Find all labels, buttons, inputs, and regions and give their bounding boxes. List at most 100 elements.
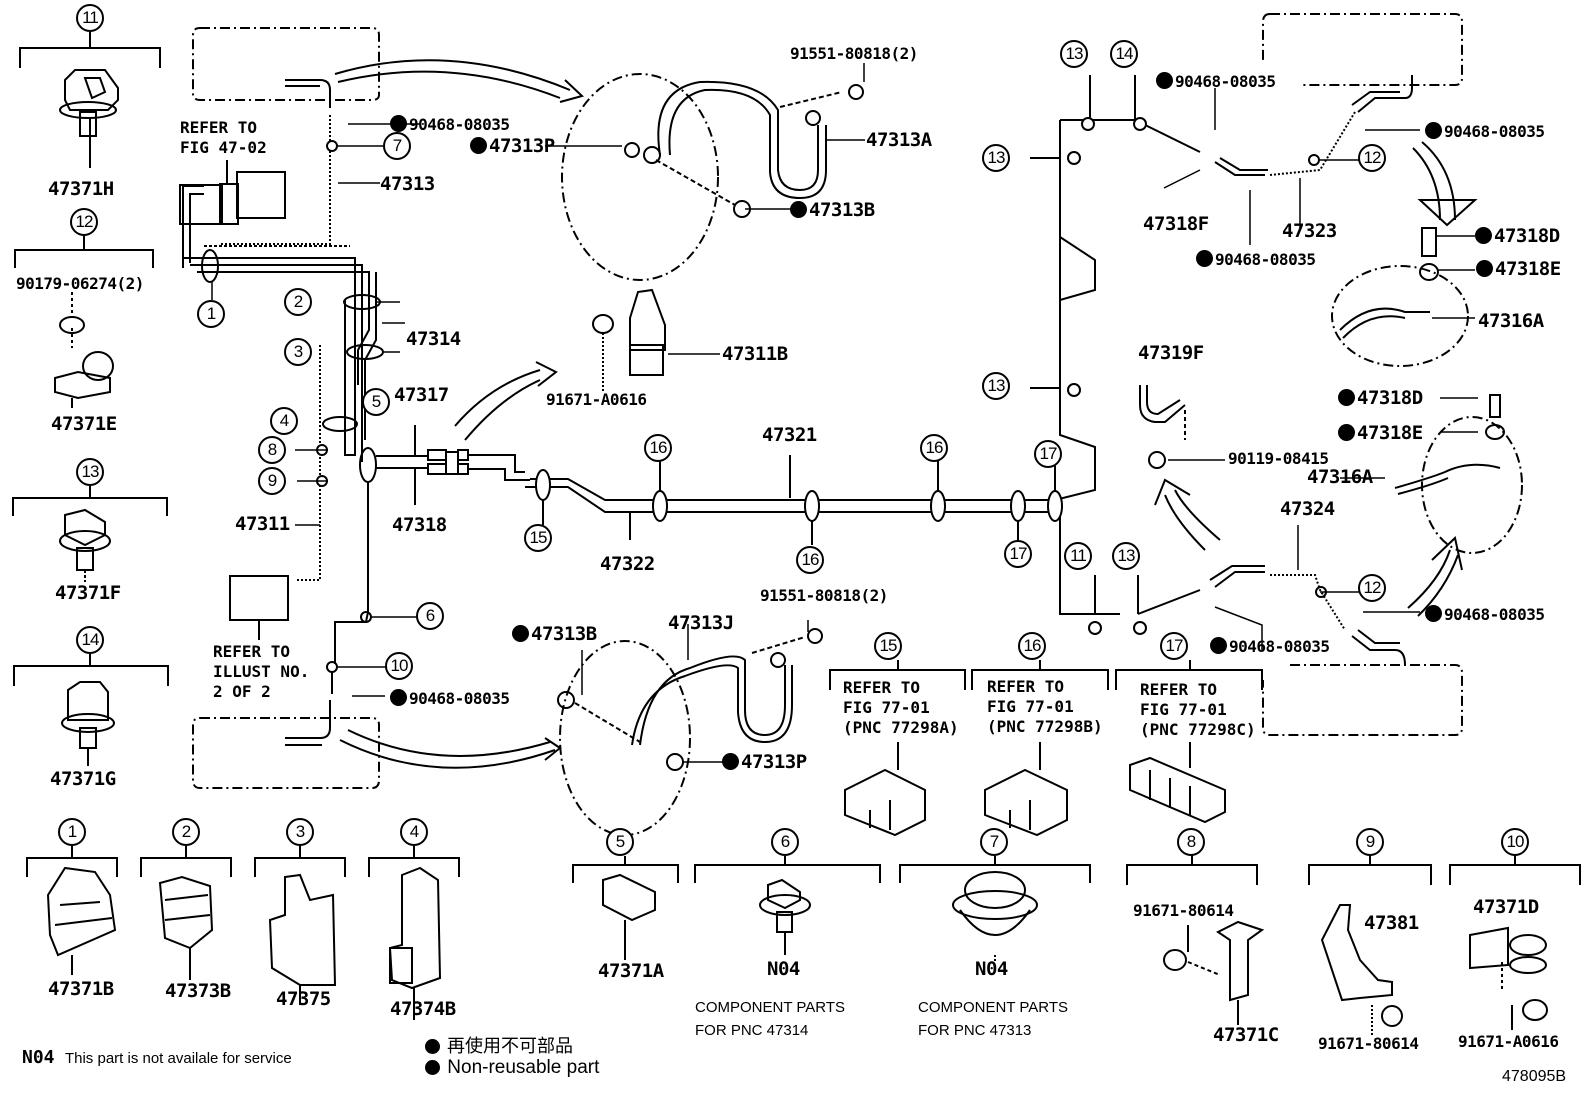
part-47313b-bot[interactable]: 47313B <box>512 625 597 644</box>
part-47313j[interactable]: 47313J <box>668 612 734 634</box>
non-reusable-dot-icon <box>1338 424 1355 441</box>
part-90468-08035-bl[interactable]: 90468-08035 <box>390 689 510 707</box>
bracket-16 <box>971 660 1109 770</box>
callout-16-main-c: 16 <box>920 434 948 462</box>
line-47311-lower <box>331 482 369 694</box>
part-90468-08035-br2[interactable]: 90468-08035 <box>1210 637 1330 655</box>
part-47316a-bot[interactable]: 47316A <box>1307 466 1373 488</box>
note-component-47314: COMPONENT PARTS FOR PNC 47314 <box>695 999 846 1039</box>
bracket-2 <box>140 846 232 980</box>
part-91671-a0616-10[interactable]: 91671-A0616 <box>1458 1032 1559 1051</box>
part-47371g[interactable]: 47371G <box>50 768 116 790</box>
part-91671-80614-9[interactable]: 91671-80614 <box>1318 1034 1419 1053</box>
part-47371a[interactable]: 47371A <box>598 960 664 982</box>
part-47371f[interactable]: 47371F <box>55 582 121 604</box>
callout-15-main: 15 <box>524 524 552 552</box>
note-component-47313: COMPONENT PARTS FOR PNC 47313 <box>918 999 1069 1039</box>
part-47371c[interactable]: 47371C <box>1213 1024 1279 1046</box>
part-91551-80818-top[interactable]: 91551-80818(2) <box>790 44 918 63</box>
callout-5-main: 5 <box>362 388 390 416</box>
refer-box-2of2 <box>229 575 289 621</box>
part-90179-06274[interactable]: 90179-06274(2) <box>16 274 144 293</box>
callout-4: 4 <box>400 818 428 846</box>
part-47313[interactable]: 47313 <box>380 173 435 195</box>
hose-47318f <box>1214 157 1268 176</box>
right-line-routing <box>1030 75 1201 615</box>
leader-lines <box>211 63 1478 763</box>
part-47313p-top[interactable]: 47313P <box>470 137 555 156</box>
junction-points-right <box>1067 117 1327 635</box>
part-47314[interactable]: 47314 <box>406 328 461 350</box>
part-47318d-bot[interactable]: 47318D <box>1338 389 1423 408</box>
legend-japanese: 再使用不可部品 <box>425 1032 573 1058</box>
part-47373b[interactable]: 47373B <box>165 980 231 1002</box>
bracket-8 <box>1126 853 1265 1025</box>
part-47311[interactable]: 47311 <box>235 513 290 535</box>
part-47318e-bot[interactable]: 47318E <box>1338 424 1423 443</box>
part-47381[interactable]: 47381 <box>1364 912 1419 934</box>
part-47324[interactable]: 47324 <box>1280 498 1335 520</box>
part-47322[interactable]: 47322 <box>600 553 655 575</box>
bracket-3 <box>254 846 346 1005</box>
part-47318e-top[interactable]: 47318E <box>1476 260 1561 279</box>
part-47313b-top[interactable]: 47313B <box>790 201 875 220</box>
n04-text: This part is not availale for service <box>64 1050 292 1067</box>
bracket-9 <box>1308 853 1432 1035</box>
part-91671-80614-8[interactable]: 91671-80614 <box>1133 901 1234 920</box>
non-reusable-dot-icon <box>1425 122 1442 139</box>
hose-47316a-bottom-icon <box>1394 394 1523 554</box>
part-47313p-bot[interactable]: 47313P <box>722 753 807 772</box>
refer-fig-47-02[interactable]: REFER TO FIG 47-02 <box>180 118 267 157</box>
clip-77298c-icon <box>1129 756 1226 824</box>
part-90468-08035-br1[interactable]: 90468-08035 <box>1425 605 1545 623</box>
refer-pnc-77298a[interactable]: REFER TO FIG 77-01 (PNC 77298A) <box>843 678 959 737</box>
part-47323[interactable]: 47323 <box>1282 220 1337 242</box>
callout-13: 13 <box>76 458 104 486</box>
part-47374b[interactable]: 47374B <box>390 998 456 1020</box>
refer-illust-2of2[interactable]: REFER TO ILLUST NO. 2 OF 2 <box>213 642 310 701</box>
part-47321[interactable]: 47321 <box>762 424 817 446</box>
grommet-47371e-icon <box>54 316 114 408</box>
part-47371d[interactable]: 47371D <box>1473 896 1539 918</box>
part-n04-7[interactable]: N04 <box>975 958 1008 980</box>
part-47371b[interactable]: 47371B <box>48 978 114 1000</box>
part-47316a-top[interactable]: 47316A <box>1478 310 1544 332</box>
clip-47371h-icon <box>59 69 119 137</box>
callout-12: 12 <box>70 208 98 236</box>
part-90468-08035-tl[interactable]: 90468-08035 <box>390 115 510 133</box>
part-47311b[interactable]: 47311B <box>722 343 788 365</box>
part-47319f[interactable]: 47319F <box>1138 342 1204 364</box>
bracket-17 <box>1115 660 1263 768</box>
callout-17-main-b: 17 <box>1034 440 1062 468</box>
part-n04-6[interactable]: N04 <box>767 958 800 980</box>
dashed-link-right-lower <box>1270 574 1346 631</box>
part-47313a[interactable]: 47313A <box>866 129 932 151</box>
dashed-link-right <box>1269 111 1356 176</box>
part-47371h[interactable]: 47371H <box>48 178 114 200</box>
part-47375[interactable]: 47375 <box>276 988 331 1010</box>
part-47318[interactable]: 47318 <box>392 514 447 536</box>
part-90119-08415[interactable]: 90119-08415 <box>1228 449 1329 468</box>
part-91551-80818-bot[interactable]: 91551-80818(2) <box>760 586 888 605</box>
part-91671-a0616-main[interactable]: 91671-A0616 <box>546 390 647 409</box>
callout-1: 1 <box>58 818 86 846</box>
part-47318f[interactable]: 47318F <box>1143 213 1209 235</box>
tube-fittings-center <box>376 425 530 505</box>
callout-5: 5 <box>606 828 634 856</box>
diagram-id: 478095B <box>1502 1068 1567 1085</box>
part-47318d-top[interactable]: 47318D <box>1475 227 1560 246</box>
refer-pnc-77298c[interactable]: REFER TO FIG 77-01 (PNC 77298C) <box>1140 680 1256 739</box>
callout-3-main: 3 <box>284 338 312 366</box>
callout-9: 9 <box>1356 828 1384 856</box>
clip-77298a-icon <box>844 768 926 837</box>
callout-7-main: 7 <box>383 132 411 160</box>
refer-pnc-77298b[interactable]: REFER TO FIG 77-01 (PNC 77298B) <box>987 677 1103 736</box>
hose-end-top-left <box>285 79 331 108</box>
part-90468-08035-tr2[interactable]: 90468-08035 <box>1425 122 1545 140</box>
callout-2: 2 <box>172 818 200 846</box>
part-47371e[interactable]: 47371E <box>51 413 117 435</box>
part-90468-08035-tr3[interactable]: 90468-08035 <box>1196 250 1316 268</box>
non-reusable-dot-icon <box>425 1039 440 1054</box>
part-47317[interactable]: 47317 <box>394 384 449 406</box>
part-90468-08035-tr1[interactable]: 90468-08035 <box>1156 72 1276 90</box>
